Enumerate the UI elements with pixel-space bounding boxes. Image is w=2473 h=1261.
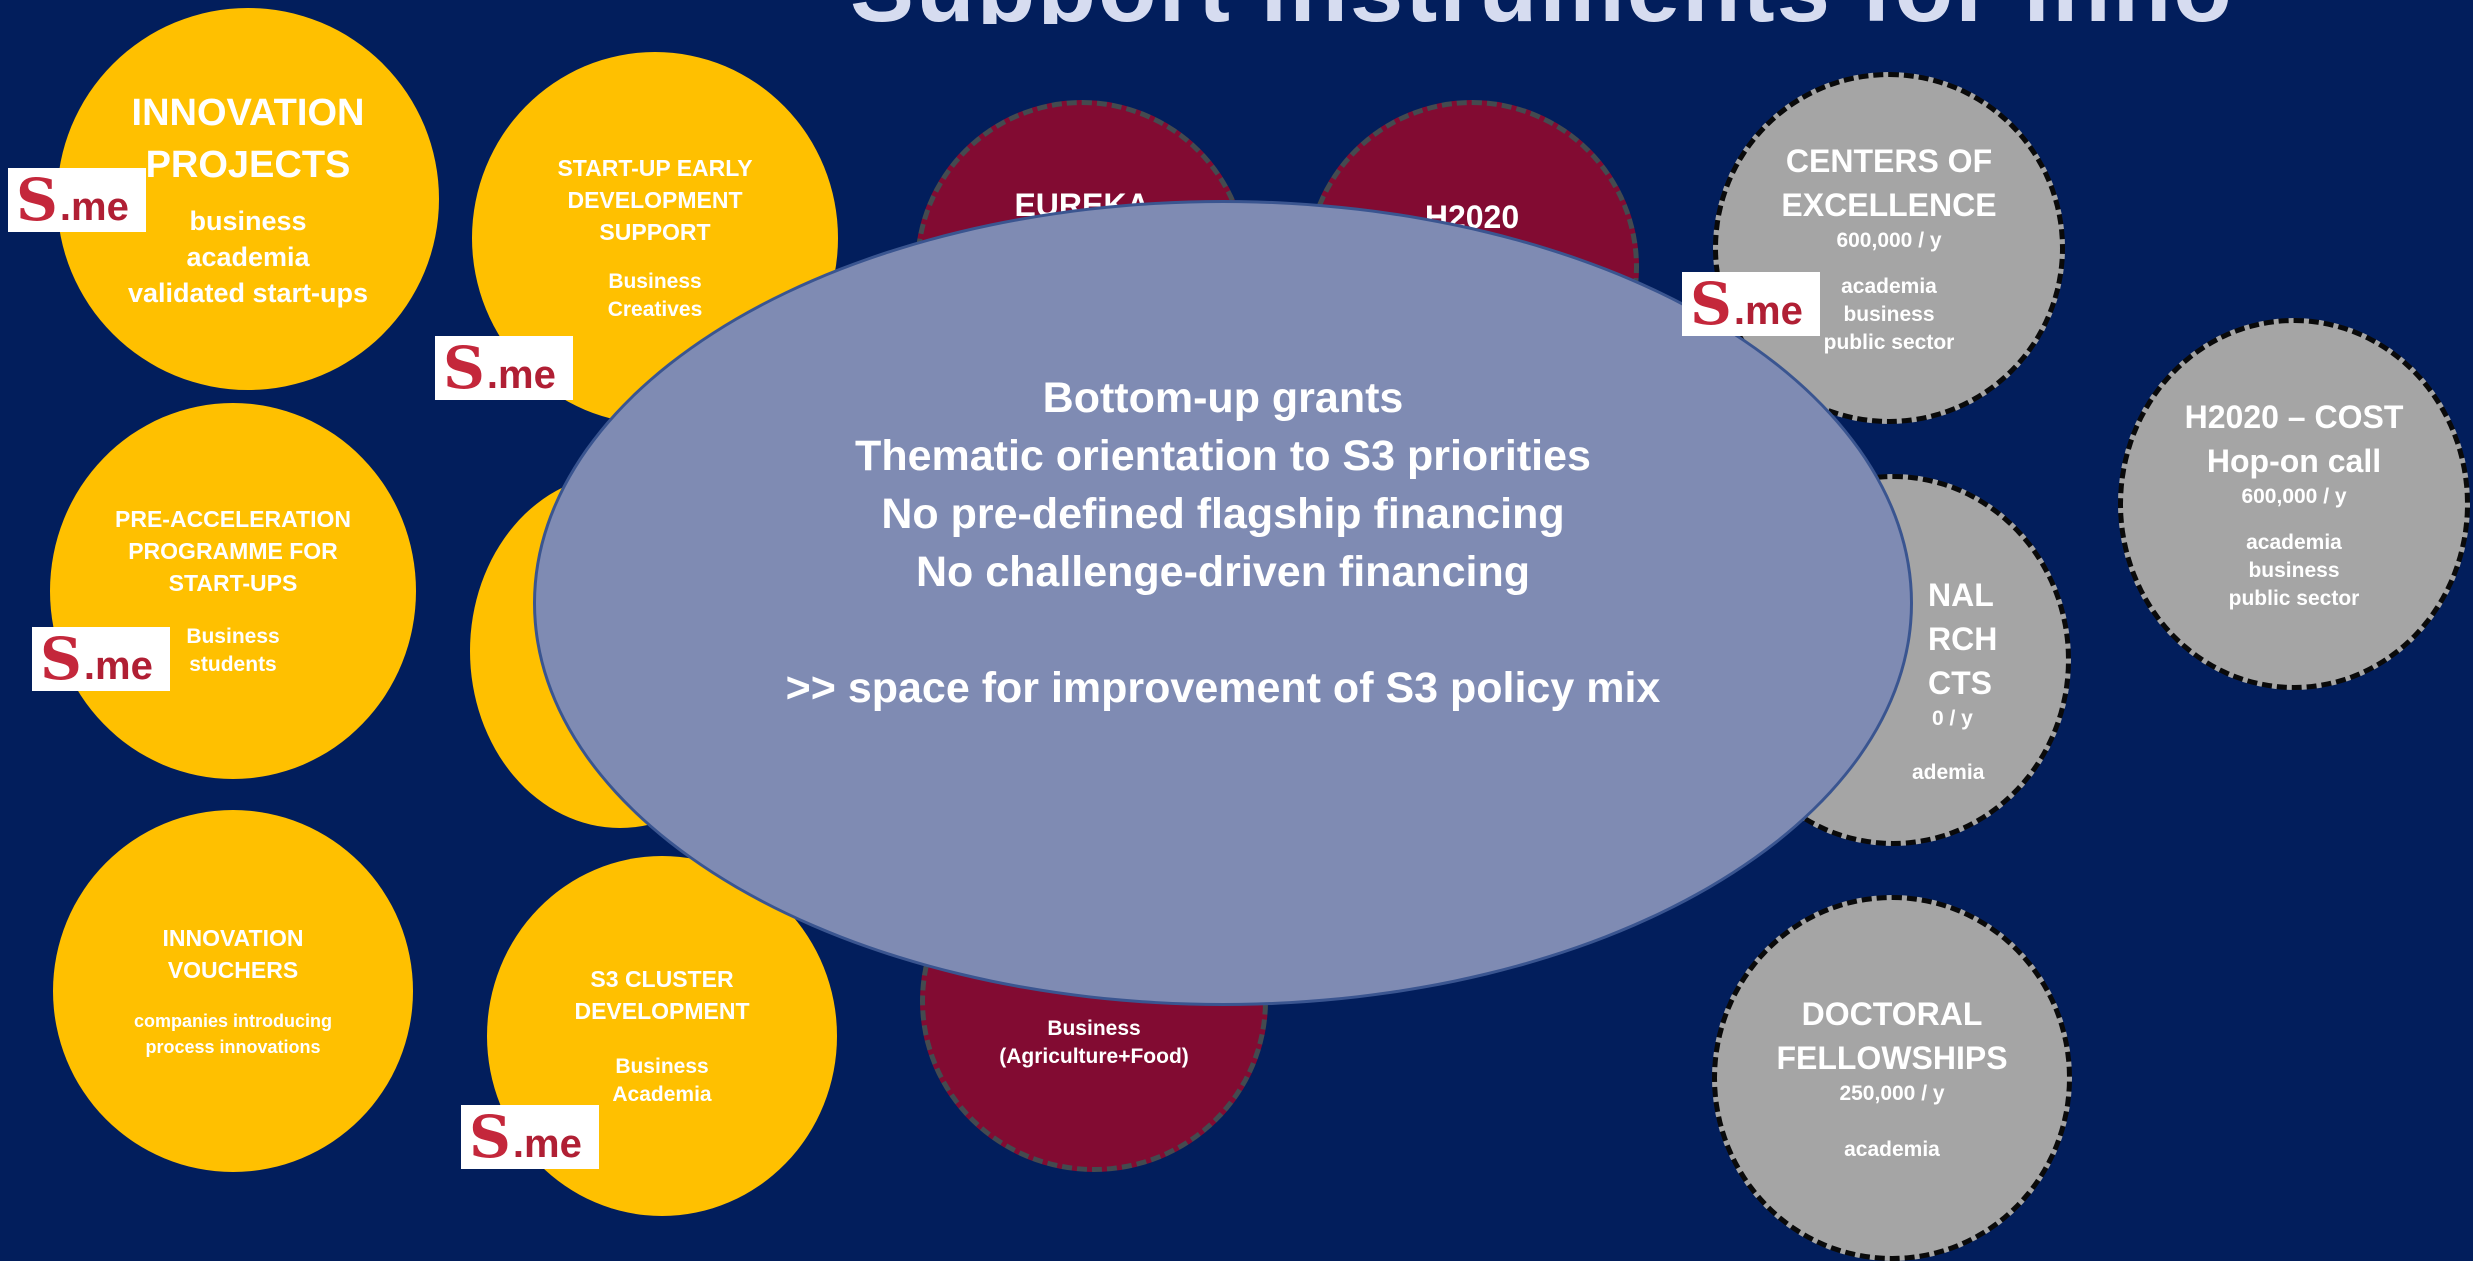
startup-early-title-3: SUPPORT (599, 219, 711, 245)
pre-acceleration-title-1: PRE-ACCELERATION (115, 506, 351, 532)
innovation-projects-line-3: validated start-ups (127, 278, 369, 308)
cost-line-1: academia (2246, 531, 2342, 554)
pre-acceleration-line-2: students (189, 653, 277, 676)
cost-amount: 600,000 / y (2241, 485, 2347, 508)
innovation-vouchers-line-1: companies introducing (133, 1011, 333, 1031)
innovation-projects-line-1: business (189, 206, 307, 236)
national-research-line-1: ademia (1912, 761, 1985, 784)
centers-excellence-title-1: CENTERS OF (1785, 143, 1993, 179)
cost-line-3: public sector (2228, 587, 2360, 610)
s3-cluster-title-2: DEVELOPMENT (574, 998, 750, 1024)
centers-excellence-line-2: business (1843, 303, 1935, 326)
doctoral-fellowships-circle: DOCTORAL FELLOWSHIPS 250,000 / y academi… (1712, 895, 2072, 1261)
innovation-vouchers-title-2: VOUCHERS (167, 957, 299, 983)
national-research-amount: 0 / y (1932, 707, 1973, 730)
pre-acceleration-title-2: PROGRAMME FOR (128, 538, 338, 564)
centers-excellence-amount: 600,000 / y (1836, 229, 1942, 252)
ellipse-line-3: No pre-defined flagship financing (881, 490, 1565, 538)
s3me-logo: S .me (1682, 272, 1820, 336)
startup-early-title-2: DEVELOPMENT (567, 187, 743, 213)
s3me-logo-s: S (40, 625, 82, 693)
s3-cluster-line-2: Academia (612, 1083, 712, 1106)
innovation-projects-line-2: academia (186, 242, 310, 272)
s3me-logo: S .me (435, 336, 573, 400)
h2020-cost-circle: H2020 – COST Hop-on call 600,000 / y aca… (2118, 318, 2470, 690)
s3me-logo-s: S (1690, 270, 1732, 338)
national-research-title-2: RCH (1928, 621, 1998, 657)
innovation-projects-title-1: INNOVATION (131, 92, 365, 134)
s3me-logo-me: .me (59, 184, 129, 229)
s3-cluster-title-1: S3 CLUSTER (590, 966, 734, 992)
innovation-vouchers-line-2: process innovations (145, 1037, 321, 1057)
ellipse-line-5: >> space for improvement of S3 policy mi… (785, 664, 1661, 712)
national-research-title-3: CTS (1928, 665, 1992, 701)
centers-excellence-line-1: academia (1841, 275, 1937, 298)
centers-excellence-line-3: public sector (1823, 331, 1955, 354)
s3me-logo-me: .me (83, 643, 153, 688)
s3me-logo-me: .me (512, 1121, 582, 1166)
agriculture-food-line-1: Business (1047, 1017, 1141, 1040)
innovation-projects-title-2: PROJECTS (145, 144, 351, 186)
doctoral-amount: 250,000 / y (1839, 1082, 1945, 1105)
doctoral-title-2: FELLOWSHIPS (1776, 1040, 2008, 1076)
s3me-logo-me: .me (486, 352, 556, 397)
ellipse-line-2: Thematic orientation to S3 priorities (855, 432, 1591, 480)
pre-acceleration-circle: PRE-ACCELERATION PROGRAMME FOR START-UPS… (50, 403, 416, 779)
startup-early-line-1: Business (608, 270, 702, 293)
s3me-logo-s: S (443, 334, 485, 402)
slide-title-fragment: Support instruments for inno (850, 0, 2250, 24)
innovation-vouchers-circle: INNOVATION VOUCHERS companies introducin… (53, 810, 413, 1172)
innovation-vouchers-title-1: INNOVATION (162, 925, 304, 951)
pre-acceleration-line-1: Business (186, 625, 280, 648)
ellipse-line-1: Bottom-up grants (1042, 374, 1404, 422)
s3me-logo-me: .me (1733, 288, 1803, 333)
startup-early-title-1: START-UP EARLY (557, 155, 753, 181)
s3me-logo-s: S (16, 166, 58, 234)
pre-acceleration-title-3: START-UPS (168, 570, 298, 596)
doctoral-line-1: academia (1844, 1138, 1940, 1161)
startup-early-line-2: Creatives (607, 298, 703, 321)
s3me-logo: S .me (461, 1105, 599, 1169)
s3me-logo: S .me (8, 168, 146, 232)
agriculture-food-line-2: (Agriculture+Food) (999, 1045, 1189, 1068)
ellipse-line-4: No challenge-driven financing (915, 548, 1531, 596)
centers-excellence-title-2: EXCELLENCE (1781, 187, 1997, 223)
cost-title-1: H2020 – COST (2184, 399, 2404, 435)
s3me-logo: S .me (32, 627, 170, 691)
s3-cluster-line-1: Business (615, 1055, 709, 1078)
cost-line-2: business (2248, 559, 2340, 582)
national-research-title-1: NAL (1928, 577, 1994, 613)
cost-title-2: Hop-on call (2206, 443, 2382, 479)
s3me-logo-s: S (469, 1103, 511, 1171)
doctoral-title-1: DOCTORAL (1801, 996, 1983, 1032)
